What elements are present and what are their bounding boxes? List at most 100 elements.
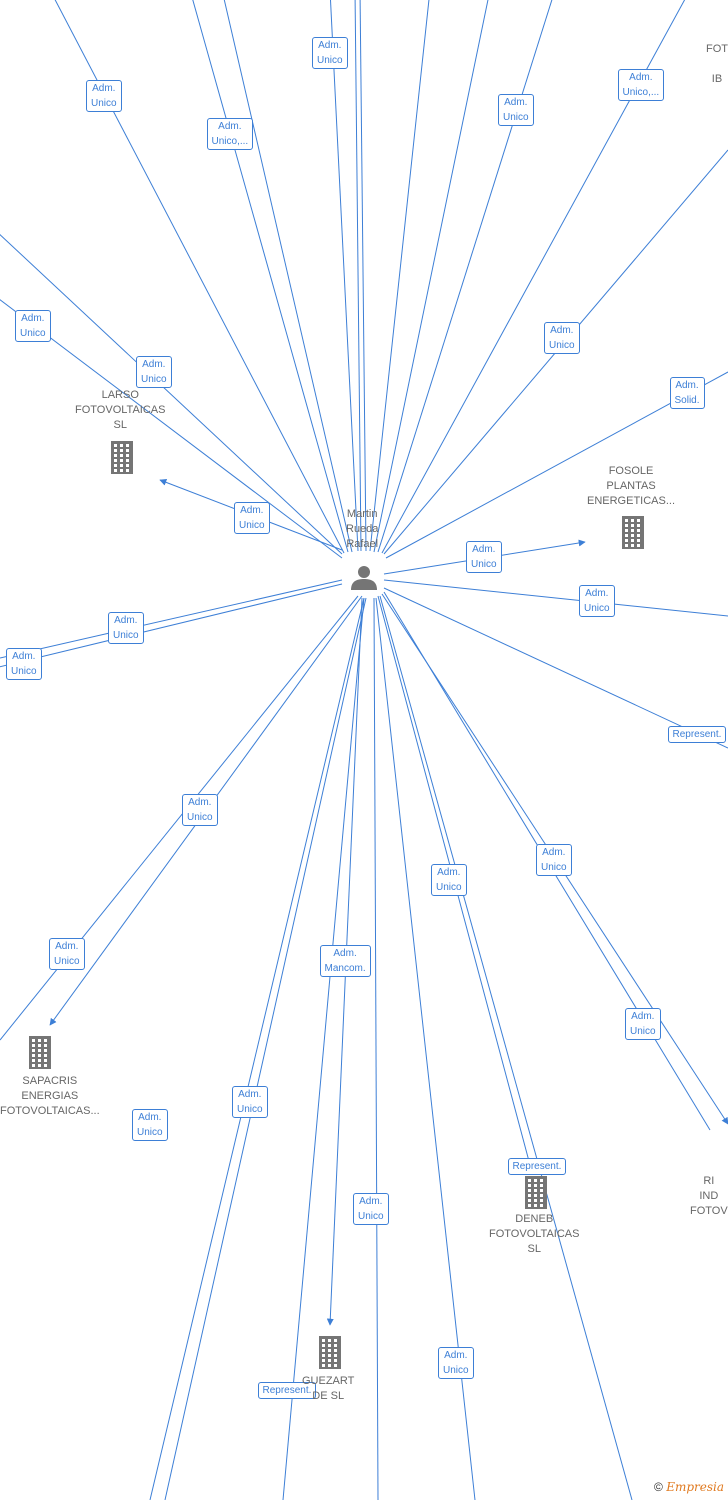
edge-label-line: Unico [237,1104,263,1115]
company-label-line: DE SL [312,1390,345,1402]
person-label-line: Rueda [346,523,379,535]
brand-logo[interactable]: Empresia [666,1480,724,1494]
edge-label-line: Unico [91,98,117,109]
edge-label-e1[interactable]: Adm.Unico [86,80,122,112]
company-label-line: SAPACRIS [22,1075,78,1087]
edge-label-e5[interactable]: Adm. Unico,... [617,69,665,101]
edge-label-e2[interactable]: Adm.Unico,... [206,118,254,150]
company-label-line: IND [699,1190,719,1202]
edge-label-e16[interactable]: Adm.Unico [182,794,218,826]
edge-label-e19[interactable]: Adm. Mancom. [319,945,371,977]
edge-label-line: Unico [113,630,139,641]
edge-label-e8[interactable]: Adm. Unico [544,322,580,354]
edge-label-e20[interactable]: Adm.Unico [49,938,85,970]
relation-edge-20 [0,583,343,668]
company-label-line: FOTOVOLTAICAS [75,404,166,416]
edge-label-line: Unico [630,1026,656,1037]
edge-label-line: Adm. [585,588,609,599]
edge-label-line: Adm. [333,948,357,959]
relation-edge-13 [0,233,343,555]
edge-label-line: Mancom. [324,963,366,974]
edge-label-line: Unico [503,112,529,123]
edge-label-line: Unico [187,812,213,823]
edge-label-line: Unico [11,666,37,677]
edge-label-line: Solid. [674,395,700,406]
company-label-line [706,57,728,72]
company-label-line: ENERGIAS [21,1090,79,1102]
relation-edge-4 [329,0,359,552]
company-label-right-bottom[interactable]: RI IND FOTOV [690,1174,728,1219]
edge-label-e24[interactable]: Adm.Unico [353,1193,389,1225]
relation-edge-27 [373,597,379,1500]
edge-label-line: Adm. [21,313,45,324]
edge-label-e21[interactable]: Adm. Unico [625,1008,661,1040]
company-label-line: RI [703,1175,715,1187]
person-icon[interactable] [348,561,380,593]
edge-label-line: Adm. [218,121,242,132]
edge-label-e11[interactable]: Adm.Unico [466,541,502,573]
relation-edge-6 [359,0,367,552]
edge-label-line: Unico [239,520,265,531]
company-label-line: LARSO [101,389,139,401]
edge-label-e22[interactable]: Adm. Unico [232,1086,268,1118]
edge-label-line: Adm. [138,1112,162,1123]
edge-label-e14[interactable]: Adm. Unico [6,648,42,680]
building-icon[interactable] [618,515,648,549]
edge-label-e17[interactable]: Adm. Unico [536,844,572,876]
building-icon[interactable] [521,1175,551,1209]
edge-label-line: Unico [549,340,575,351]
company-label-top-right[interactable]: FOT IB [706,42,728,87]
edge-label-line: Adm. [55,941,79,952]
relation-edge-19 [0,579,343,659]
edge-label-line: Adm. [12,651,36,662]
relation-edge-7 [369,0,430,552]
edge-label-e12[interactable]: Adm.Unico [579,585,615,617]
building-icon[interactable] [25,1035,55,1069]
edge-label-line: Adm. [359,1196,383,1207]
company-label-line: ENERGETICAS... [587,495,676,507]
edge-label-e15[interactable]: Represent. [667,725,727,743]
company-label-line: FOTOV [690,1205,728,1217]
edge-label-e25[interactable]: Represent. [507,1157,567,1175]
edge-label-e26[interactable]: Adm.Unico [438,1347,474,1379]
edge-label-e18[interactable]: Adm.Unico [431,864,467,896]
building-icon[interactable] [107,440,137,474]
relation-edge-2 [192,0,349,553]
footer: © Empresia [654,1480,724,1494]
edge-label-e3[interactable]: Adm.Unico [312,37,348,69]
edge-label-line: Unico [443,1365,469,1376]
edge-label-e23[interactable]: Adm. Unico [132,1109,168,1141]
edge-label-e10[interactable]: Adm. Unico [234,502,270,534]
edge-label-line: Unico [137,1127,163,1138]
edge-label-line: Unico [471,559,497,570]
copyright-symbol: © [654,1480,663,1494]
relation-edge-18 [383,587,728,749]
edge-label-line: Adm. [240,505,264,516]
edge-label-e6[interactable]: Adm.Unico [15,310,51,342]
edge-label-line: Adm. [631,1011,655,1022]
building-icon[interactable] [315,1335,345,1369]
edge-label-e27[interactable]: Represent. [257,1381,317,1399]
edge-label-line: Adm. [238,1089,262,1100]
edge-label-e13[interactable]: Adm.Unico [108,612,144,644]
edge-label-line: Unico [541,862,567,873]
edge-label-line: Adm. [550,325,574,336]
edge-label-line: Adm. [629,72,653,83]
relation-edge-21 [0,595,359,1041]
edge-label-e7[interactable]: Adm.Unico [136,356,172,388]
edge-label-e4[interactable]: Adm.Unico [498,94,534,126]
edge-label-line: Adm. [542,847,566,858]
edge-label-e9[interactable]: Adm.Solid. [669,377,705,409]
company-label-line: SL [527,1243,541,1255]
person-label-line: Rafael [346,538,379,550]
edge-label-line: Unico,... [622,87,660,98]
relation-edge-3 [223,0,353,553]
